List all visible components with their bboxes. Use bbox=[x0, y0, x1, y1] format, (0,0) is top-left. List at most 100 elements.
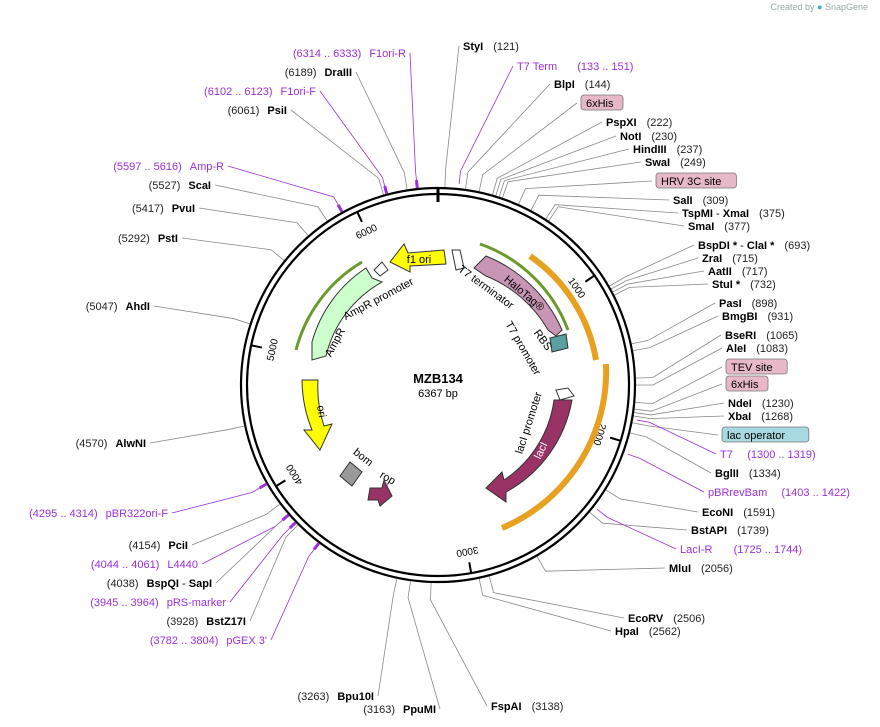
site-pos-blpi: (144) bbox=[585, 79, 611, 91]
feature-ampr-promoter-arrow bbox=[373, 261, 389, 277]
primer-label-t7-term: T7 Term bbox=[517, 61, 557, 73]
primer-pos-f1ori-r: (6314 .. 6333) bbox=[293, 48, 362, 60]
site-name-ppumi: PpuMI bbox=[403, 704, 436, 716]
site-label-pvui: (5417) PvuI bbox=[132, 203, 195, 215]
site-label-bstapi: BstAPI (1739) bbox=[691, 525, 769, 537]
site-separator: - bbox=[713, 208, 723, 220]
scale-tick-4000 bbox=[275, 479, 286, 488]
site-name-aatii: AatII bbox=[708, 266, 732, 278]
primer-label-prs-marker: (3945 .. 3964)pRS-marker bbox=[90, 597, 226, 609]
feature-label-rop: rop bbox=[378, 469, 398, 487]
leader-line-aatii bbox=[612, 270, 705, 293]
leader-line-prs-marker bbox=[229, 525, 293, 603]
site-pos-pvui: (5417) bbox=[132, 203, 164, 215]
site-label-bspdi: BspDI * - ClaI *(693) bbox=[698, 240, 810, 252]
primer-name-f1ori-f: F1ori-F bbox=[281, 86, 317, 98]
site-pos-pcii: (4154) bbox=[129, 540, 161, 552]
leader-line-ecorv bbox=[488, 576, 625, 619]
left-labels: (6314 .. 6333)F1ori-R(6189)DraIII(6102 .… bbox=[29, 48, 436, 716]
feature-t7-term-arrow bbox=[451, 249, 465, 271]
site-name-pspxi: PspXI bbox=[606, 117, 637, 129]
scale-tick-5000 bbox=[250, 344, 263, 349]
site-name-sapi: SapI bbox=[189, 578, 212, 590]
primer-mark-pgex-3 bbox=[312, 542, 321, 551]
site-name-pvui: PvuI bbox=[172, 203, 195, 215]
site-name-bspqi: BspQI bbox=[147, 578, 179, 590]
primer-pos-t7: (1300 .. 1319) bbox=[747, 449, 816, 461]
site-pos-econi: (1591) bbox=[743, 507, 775, 519]
leader-line-fspai bbox=[430, 582, 488, 707]
primer-name-f1ori-r: F1ori-R bbox=[369, 48, 406, 60]
primer-name-amp-r: Amp-R bbox=[190, 161, 224, 173]
orf-band-lower bbox=[500, 363, 610, 531]
leader-line-hpai bbox=[478, 578, 612, 632]
leader-line-pgex-3 bbox=[270, 546, 317, 641]
feature-rop-arrow bbox=[367, 478, 393, 507]
site-label-bseri: BseRI(1065) bbox=[725, 330, 798, 342]
orf-band-upper bbox=[528, 253, 599, 361]
snapgene-credit: Created by ● SnapGene bbox=[770, 2, 868, 12]
leader-line-styi bbox=[444, 45, 460, 188]
site-name-bseri: BseRI bbox=[725, 330, 756, 342]
site-name-clai: ClaI * bbox=[747, 240, 775, 252]
site-name-mlui: MluI bbox=[669, 563, 691, 575]
leader-line-pspxi bbox=[492, 121, 603, 195]
leader-line-stui bbox=[614, 283, 709, 296]
leader-line-bpu10i bbox=[377, 578, 398, 697]
primer-pos-prs-marker: (3945 .. 3964) bbox=[90, 597, 159, 609]
scale-label-4000: 4000 bbox=[284, 462, 305, 487]
site-name-xbai: XbaI bbox=[728, 411, 751, 423]
leader-line-pcii bbox=[191, 503, 281, 546]
site-label-styi: StyI(121) bbox=[463, 41, 519, 53]
site-name-bstz17i: BstZ17I bbox=[206, 616, 246, 628]
primer-label-pbrrevbam: pBRrevBam bbox=[708, 487, 767, 499]
site-pos-ppumi: (3163) bbox=[363, 704, 395, 716]
site-label-fspai: FspAI(3138) bbox=[491, 701, 563, 713]
feature-tag-bg-tev-site bbox=[725, 358, 788, 375]
primer-mark-l4440 bbox=[281, 513, 290, 522]
site-label-bspqi: (4038)BspQI - SapI bbox=[107, 578, 212, 590]
site-pos-pasi: (898) bbox=[752, 298, 778, 310]
primer-label-laci-r: LacI-R bbox=[680, 544, 712, 556]
site-label-ahdi: (5047)AhdI bbox=[86, 301, 150, 313]
site-name-sali: SalI bbox=[673, 195, 693, 207]
site-name-draiii: DraIII bbox=[324, 67, 352, 79]
leader-line-ndei bbox=[634, 402, 725, 416]
feature-f1-ori-arrow bbox=[389, 243, 447, 273]
primer-pos-amp-r: (5597 .. 5616) bbox=[113, 161, 182, 173]
site-name-psti: PstI bbox=[158, 233, 178, 245]
primer-pos-t7-term: (133 .. 151) bbox=[577, 61, 633, 73]
leader-line-psii bbox=[290, 109, 384, 195]
primer-mark-amp-r bbox=[336, 204, 344, 213]
feature-tag-bg-lac-operator bbox=[721, 426, 810, 443]
primer-pos-l4440: (4044 .. 4061) bbox=[91, 559, 160, 571]
feature-bom-box bbox=[339, 461, 363, 487]
site-label-econi: EcoNI(1591) bbox=[702, 507, 775, 519]
site-pos-bspdi: (693) bbox=[784, 240, 810, 252]
primer-name-l4440: L4440 bbox=[167, 559, 198, 571]
site-pos-ecorv: (2506) bbox=[673, 613, 705, 625]
primer-name-pbr322ori-f: pBR322ori-F bbox=[106, 508, 169, 520]
site-pos-ahdi: (5047) bbox=[86, 301, 118, 313]
feature-laci-arrow bbox=[485, 399, 573, 503]
site-pos-bpu10i: (3263) bbox=[298, 691, 330, 703]
leader-line-6xhis bbox=[634, 383, 723, 412]
site-name-xmai: XmaI bbox=[723, 208, 749, 220]
site-name-bstapi: BstAPI bbox=[691, 525, 727, 537]
leader-line-psti bbox=[181, 237, 285, 261]
feature-rbs-box bbox=[549, 333, 569, 353]
leader-line-zrai bbox=[610, 257, 699, 290]
leader-line-6xhis bbox=[478, 102, 578, 192]
site-name-hindiii: HindIII bbox=[633, 144, 667, 156]
feature-arrows bbox=[301, 243, 575, 507]
site-pos-zrai: (715) bbox=[732, 253, 758, 265]
site-pos-psti: (5292) bbox=[118, 233, 150, 245]
site-pos-psii: (6061) bbox=[228, 105, 260, 117]
leader-line-scai bbox=[214, 184, 328, 222]
site-pos-bstapi: (1739) bbox=[737, 525, 769, 537]
scale-label-5000: 5000 bbox=[265, 338, 280, 362]
site-label-zrai: ZraI(715) bbox=[702, 253, 758, 265]
site-name-noti: NotI bbox=[620, 131, 641, 143]
feature-halotag-arrow bbox=[473, 255, 563, 337]
site-pos-swai: (249) bbox=[680, 157, 706, 169]
